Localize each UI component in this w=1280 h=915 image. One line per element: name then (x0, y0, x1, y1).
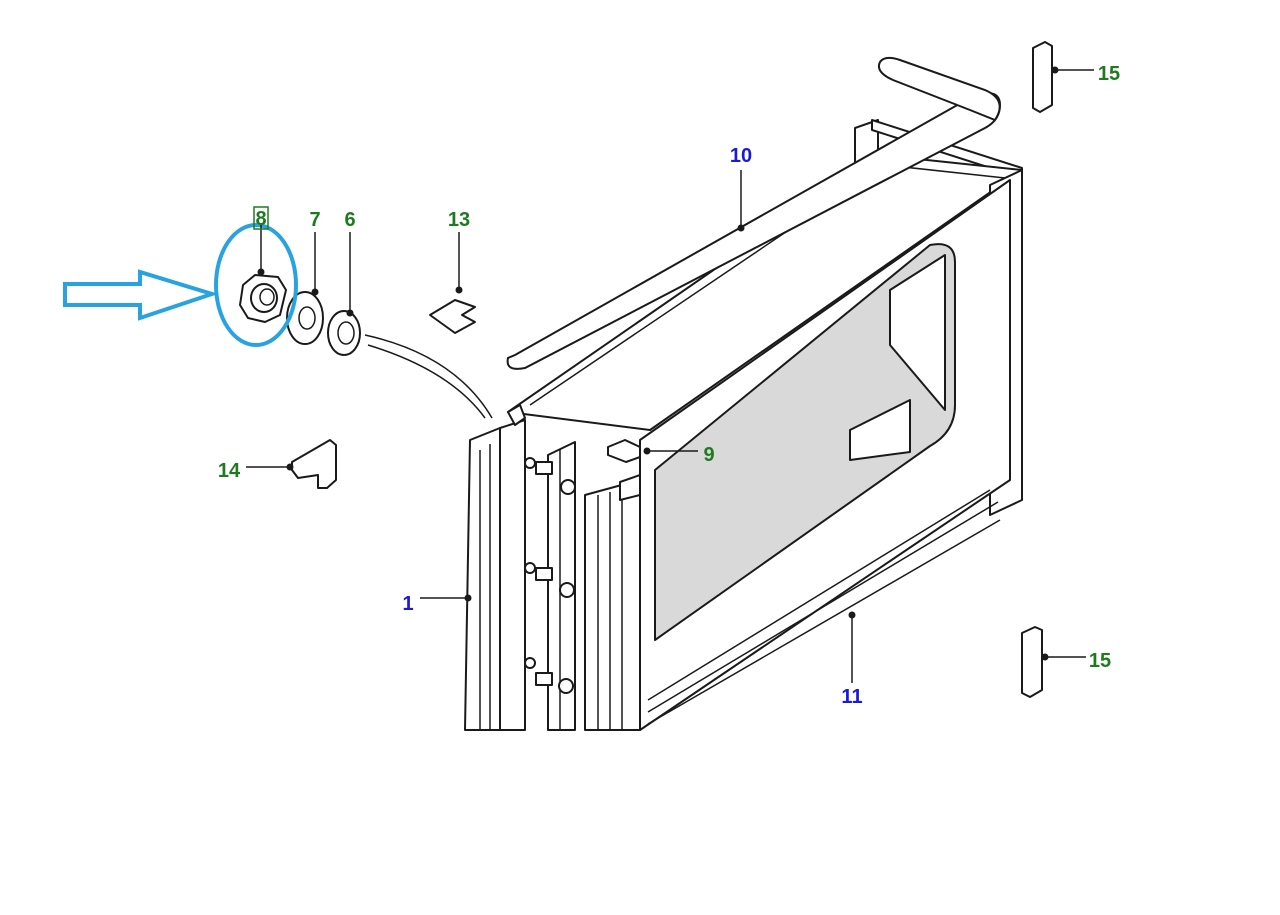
label-part-7[interactable]: 7 (309, 209, 320, 231)
leader-lines (246, 66, 1094, 683)
pointer-arrow (63, 269, 219, 321)
label-part-1[interactable]: 1 (402, 593, 413, 615)
part-15-bottom-strip (1021, 626, 1043, 698)
part-6-spring-washer (327, 310, 361, 356)
part-15-top-strip (1032, 41, 1053, 113)
part-8-nut (239, 274, 287, 323)
label-part-11[interactable]: 11 (841, 686, 862, 708)
label-part-9[interactable]: 9 (703, 444, 714, 466)
label-part-13[interactable]: 13 (448, 209, 470, 231)
part-9-block (607, 439, 641, 463)
label-part-8[interactable]: 8 (255, 208, 266, 230)
label-part-6[interactable]: 6 (344, 209, 355, 231)
highlight-circle (214, 223, 298, 347)
panel-frame (464, 119, 1023, 731)
label-part-15-top[interactable]: 15 (1098, 63, 1120, 85)
label-part-15-bottom[interactable]: 15 (1089, 650, 1111, 672)
label-part-14[interactable]: 14 (218, 460, 241, 482)
part-10-seal (506, 56, 1002, 370)
highlight-marker (63, 223, 298, 347)
studs (524, 457, 576, 694)
assembly-path (367, 344, 486, 419)
part-13-clip (429, 299, 476, 334)
part-labels: 8 7 6 13 10 14 9 1 11 15 15 (218, 63, 1120, 708)
label-part-10[interactable]: 10 (730, 145, 752, 167)
label-8-box (253, 206, 269, 230)
part-14-bracket (291, 439, 337, 489)
part-7-washer (286, 291, 324, 345)
